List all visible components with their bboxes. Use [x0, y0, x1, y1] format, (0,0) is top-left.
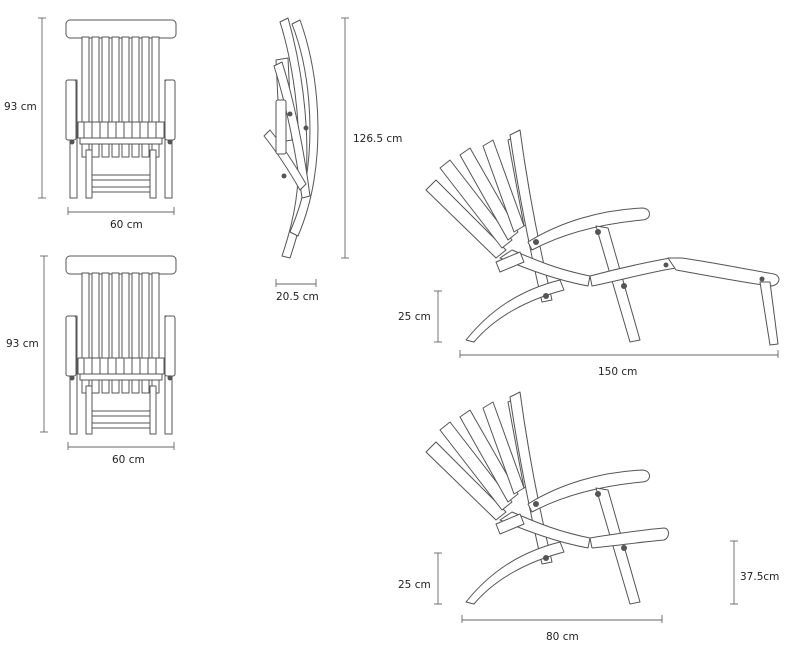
folded-chair-drawing: [263, 17, 319, 259]
front-upright-width-label: 60 cm: [110, 219, 143, 231]
leg-rest: [667, 257, 780, 287]
lounger-length-label: 150 cm: [598, 366, 637, 378]
folded-view: 126.5 cm 20.5 cm: [263, 17, 402, 303]
leg-rest-joint: [589, 257, 677, 287]
front-view-reclined: 93 cm 60 cm: [6, 255, 177, 466]
chair-side-drawing: [425, 391, 650, 605]
front-reclined-height-label: 93 cm: [6, 338, 39, 350]
chair-front-drawing-1: [65, 19, 177, 199]
lounger-side-drawing: [425, 129, 650, 343]
folded-height-label: 126.5 cm: [353, 133, 402, 145]
lounger-side-view: 25 cm 150 cm: [398, 129, 780, 378]
front-upright-height-label: 93 cm: [4, 101, 37, 113]
lounger-seat-height-label: 25 cm: [398, 311, 431, 323]
chair-length-label: 80 cm: [546, 631, 579, 643]
front-footrest-rail: [589, 527, 669, 549]
folded-depth-label: 20.5 cm: [276, 291, 319, 303]
chair-seat-height-label: 25 cm: [398, 579, 431, 591]
front-view-upright: 93 cm 60 cm: [4, 17, 177, 231]
chair-armrest-height-label: 37.5cm: [740, 571, 779, 583]
chair-side-view: 25 cm 37.5cm 80 cm: [398, 391, 779, 643]
front-reclined-width-label: 60 cm: [112, 454, 145, 466]
leg-rest-foot: [759, 281, 779, 346]
chair-front-drawing-2: [65, 255, 177, 435]
